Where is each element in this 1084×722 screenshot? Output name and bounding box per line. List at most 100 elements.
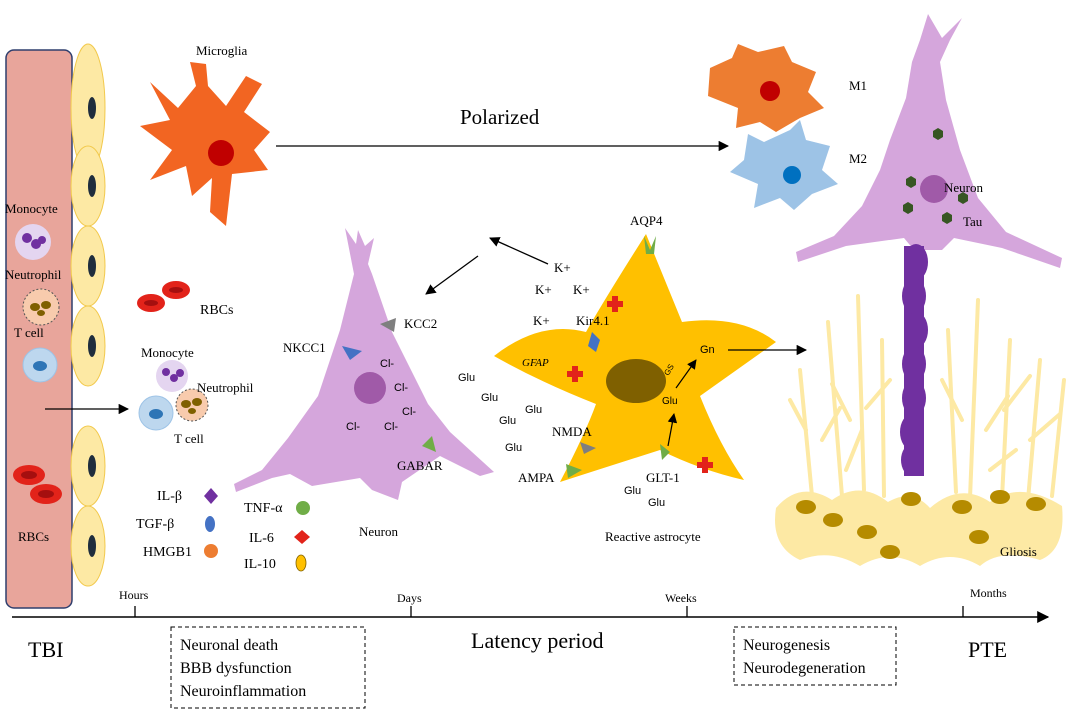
tick-days: Days xyxy=(397,591,422,605)
aqp4-channel xyxy=(644,236,656,254)
latency-label: Latency period xyxy=(471,628,604,653)
cytokine-label: IL-10 xyxy=(244,557,276,572)
potassium-label: K+ xyxy=(554,260,571,275)
cytokine-label: IL-6 xyxy=(249,531,274,546)
right-neuron-label: Neuron xyxy=(944,180,983,195)
infiltrated-cells xyxy=(137,281,209,431)
tnfa-marker xyxy=(296,501,310,515)
nmda-receptor xyxy=(580,442,596,454)
blood-vessel: Monocyte Neutrophil T cell RBCs xyxy=(5,43,106,609)
glutamate-label: Glu xyxy=(499,415,516,427)
infiltrate-neutrophil-label: Neutrophil xyxy=(197,380,254,395)
kir-label: Kir4.1 xyxy=(576,313,610,328)
cytokine-label: IL-β xyxy=(157,489,182,504)
m2-label: M2 xyxy=(849,151,867,166)
polarized-label: Polarized xyxy=(460,105,540,129)
k-to-neuron-arrow xyxy=(425,255,479,295)
box1-line: Neuroinflammation xyxy=(180,683,306,700)
potassium-label: K+ xyxy=(533,313,550,328)
right-neuron xyxy=(796,14,1062,268)
glt1-label: GLT-1 xyxy=(646,470,680,485)
glu-inner-label: Glu xyxy=(662,396,678,407)
chloride-label: Cl- xyxy=(394,382,408,394)
gliosis-cell-bodies xyxy=(775,490,1063,566)
glutamate-label: Glu xyxy=(458,372,475,384)
kcc2-transporter xyxy=(380,318,396,332)
vessel-neutrophil-label: Neutrophil xyxy=(5,267,62,282)
glutamate-label: Glu xyxy=(481,392,498,404)
hmgb1-marker xyxy=(204,544,218,558)
infiltrate-monocyte-label: Monocyte xyxy=(141,345,194,360)
cytokine-label: HMGB1 xyxy=(143,545,192,560)
acute-phase-box xyxy=(170,626,366,709)
axon xyxy=(900,244,928,476)
tick-months: Months xyxy=(970,586,1007,600)
gn-label: Gn xyxy=(700,344,715,356)
tcell-in-vessel xyxy=(22,347,58,383)
tick-hours: Hours xyxy=(119,588,149,602)
microglia-label: Microglia xyxy=(196,43,247,58)
m1-microglia xyxy=(708,44,824,132)
rbcs-in-vessel xyxy=(13,465,62,504)
chloride-label: Cl- xyxy=(384,421,398,433)
gfap-marker-red xyxy=(567,296,713,473)
infiltrate-tcell-label: T cell xyxy=(174,431,204,446)
glt1-transporter xyxy=(660,444,670,460)
nkcc1-transporter xyxy=(342,346,362,360)
chloride-label: Cl- xyxy=(346,421,360,433)
gabar-receptor xyxy=(422,436,436,452)
box2-line: Neurodegeneration xyxy=(743,660,866,677)
m1-label: M1 xyxy=(849,78,867,93)
cytokine-label: TNF-α xyxy=(244,501,283,516)
infiltrate-rbcs-label: RBCs xyxy=(200,303,233,318)
m2-microglia xyxy=(730,120,838,210)
gliosis-label: Gliosis xyxy=(1000,544,1037,559)
box2-line: Neurogenesis xyxy=(743,637,830,654)
gliosis-astrocytes xyxy=(788,294,1066,502)
cytokine-legend-right: TNF-α IL-6 IL-10 xyxy=(244,501,310,572)
monocyte-in-vessel xyxy=(15,224,51,260)
glutamate-label: Glu xyxy=(525,404,542,416)
gfap-label: GFAP xyxy=(522,357,549,369)
il6-marker xyxy=(294,530,310,544)
center-neuron-label: Neuron xyxy=(359,524,398,539)
nkcc1-label: NKCC1 xyxy=(283,340,326,355)
ampa-receptor xyxy=(566,464,582,478)
kcc2-label: KCC2 xyxy=(404,316,437,331)
cytokine-legend-left: IL-β TGF-β HMGB1 xyxy=(136,488,218,560)
pte-label: PTE xyxy=(968,637,1007,662)
tbi-label: TBI xyxy=(28,637,63,662)
potassium-label: K+ xyxy=(573,282,590,297)
chloride-label: Cl- xyxy=(402,406,416,418)
glutamate-label: Glu xyxy=(624,485,641,497)
il1b-marker xyxy=(204,488,218,504)
ampa-label: AMPA xyxy=(518,470,555,485)
potassium-label: K+ xyxy=(535,282,552,297)
vessel-rbcs-label: RBCs xyxy=(18,529,49,544)
tau-label: Tau xyxy=(963,214,983,229)
neutrophil-in-vessel xyxy=(22,288,60,326)
chronic-phase-box xyxy=(733,626,897,686)
microglia-cell xyxy=(140,62,270,226)
astrocyte-label: Reactive astrocyte xyxy=(605,529,701,544)
aqp4-label: AQP4 xyxy=(630,213,663,228)
box1-line: Neuronal death xyxy=(180,637,278,654)
glu-conversion-arrow xyxy=(675,359,697,389)
glutamate-label: Glu xyxy=(505,442,522,454)
gabar-label: GABAR xyxy=(397,458,443,473)
il10-marker xyxy=(295,554,307,572)
reactive-astrocyte xyxy=(494,234,776,482)
glu-uptake-arrow xyxy=(667,413,678,447)
central-neuron xyxy=(234,228,494,500)
cytokine-label: TGF-β xyxy=(136,517,174,532)
endothelial-cells xyxy=(70,43,106,587)
tick-weeks: Weeks xyxy=(665,591,697,605)
chloride-label: Cl- xyxy=(380,358,394,370)
vessel-tcell-label: T cell xyxy=(14,325,44,340)
k-efflux-arrow xyxy=(489,237,549,265)
glutamate-label: Glu xyxy=(648,497,665,509)
tgfb-marker xyxy=(205,516,215,532)
kir-channel xyxy=(588,332,600,352)
box1-line: BBB dysfunction xyxy=(180,660,292,677)
